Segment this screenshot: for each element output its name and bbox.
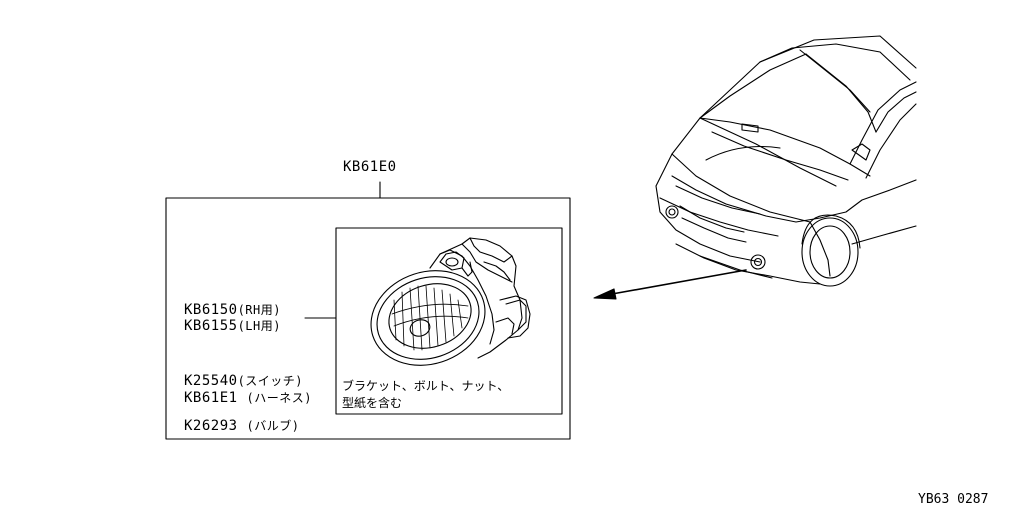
part-description: (ハーネス) [246,391,312,405]
kit-note-line1: ブラケット、ボルト、ナット、 [342,379,510,393]
location-arrow [593,269,747,300]
part-number: KB6150 [184,302,238,318]
part-description: (バルブ) [246,419,300,433]
part-number: K26293 [184,418,238,434]
part-number: KB6155 [184,318,238,334]
part-number: KB61E1 [184,390,238,406]
part-label-kb61e1: KB61E1 (ハーネス) [184,391,312,405]
lamp-detail-box [335,227,563,415]
kit-note-line2: 型紙を含む [342,396,403,410]
kit-frame [165,181,571,440]
part-label-k26293: K26293 (バルブ) [184,419,299,433]
car-illustration [655,35,917,287]
part-label-k25540: K25540(スイッチ) [184,374,303,388]
fog-lamp-illustration [370,237,531,366]
part-label-kb6155: KB6155(LH用) [184,319,281,333]
part-description: (スイッチ) [237,374,304,388]
part-number: K25540 [184,373,238,389]
part-description: (LH用) [237,319,281,333]
kit-part-number: KB61E0 [343,159,397,175]
part-label-kb6150: KB6150(RH用) [184,303,281,317]
part-description: (RH用) [237,303,281,317]
drawing-id: YB63 0287 [918,492,989,507]
